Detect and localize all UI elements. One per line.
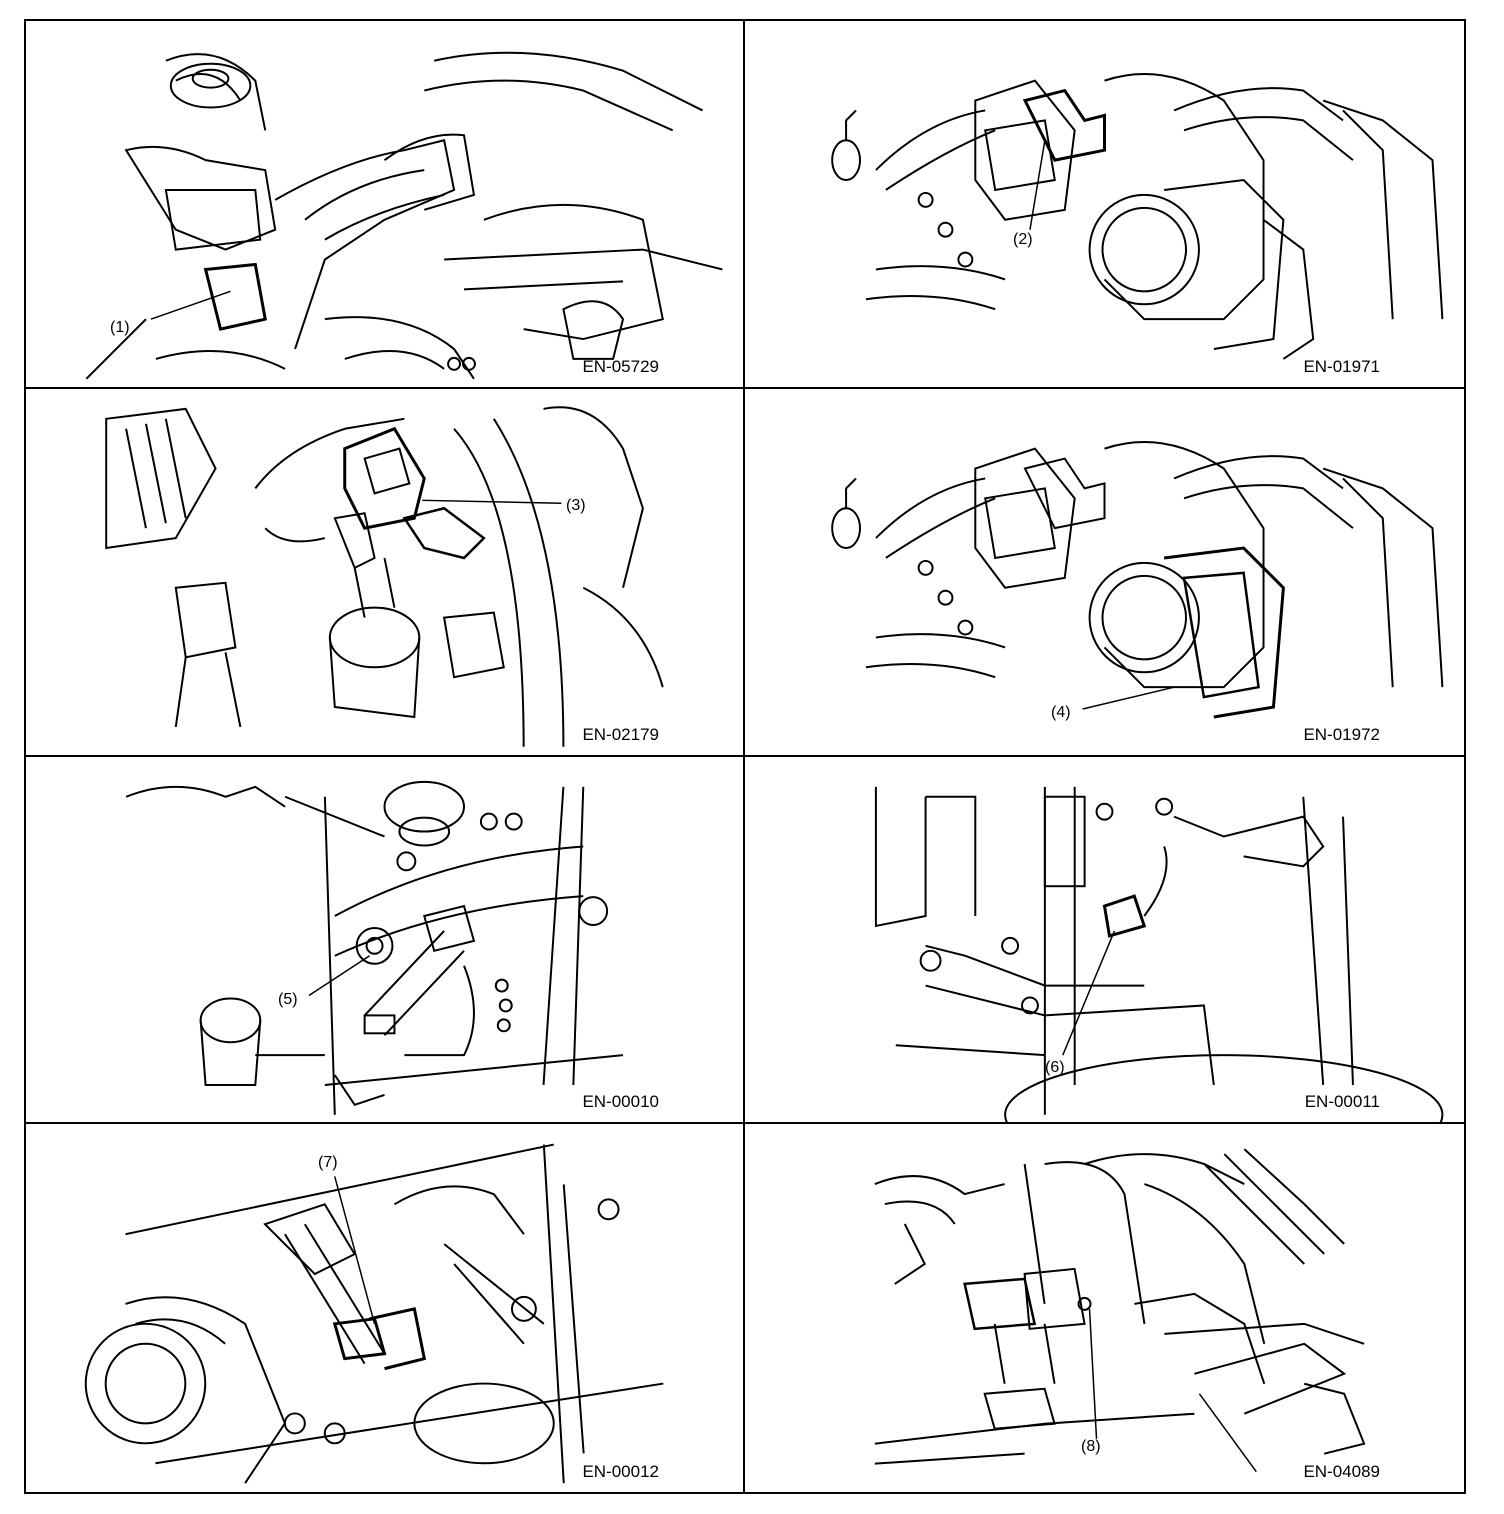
callout-8: (8) [1081,1438,1101,1456]
panel-7: (7) EN-00012 [26,1124,745,1492]
engine-illustration-1 [85,51,723,380]
callout-7: (7) [318,1154,338,1172]
callout-1: (1) [110,319,130,336]
panel-2: (2) EN-01971 [745,21,1464,389]
panel-5: (5) EN-00010 [26,756,745,1125]
panel-1: (1) EN-05729 [26,21,745,389]
callout-3: (3) [566,496,586,514]
callout-2: (2) [1013,231,1033,248]
callout-6: (6) [1045,1058,1065,1076]
figure-code-7: EN-00012 [582,1462,659,1481]
engine-illustration-3 [105,405,664,747]
figure-code-5: EN-00010 [582,1092,659,1112]
engine-illustration-7 [84,1143,664,1484]
figure-code-2: EN-01971 [1303,356,1380,376]
panel-6: (6) EN-00011 [745,757,1464,1125]
engine-illustration-5 [125,780,624,1115]
figure-grid: (1) EN-05729 (2) EN-01971 [24,19,1466,1494]
callout-4: (4) [1051,703,1071,721]
panel-3: (3) EN-02179 [26,388,745,757]
callout-5: (5) [278,990,298,1008]
engine-illustration-4 [831,440,1444,719]
figure-code-3: EN-02179 [582,724,659,744]
panel-8: (8) EN-04089 [745,1124,1464,1492]
panel-4: (4) EN-01972 [745,389,1464,757]
engine-illustration-2 [831,73,1444,360]
engine-illustration-8 [874,1148,1366,1465]
figure-code-6: EN-00011 [1304,1092,1380,1112]
figure-code-1: EN-05729 [582,356,659,376]
figure-code-4: EN-01972 [1303,724,1380,744]
engine-illustration-6 [874,786,1444,1123]
figure-code-8: EN-04089 [1303,1462,1380,1481]
